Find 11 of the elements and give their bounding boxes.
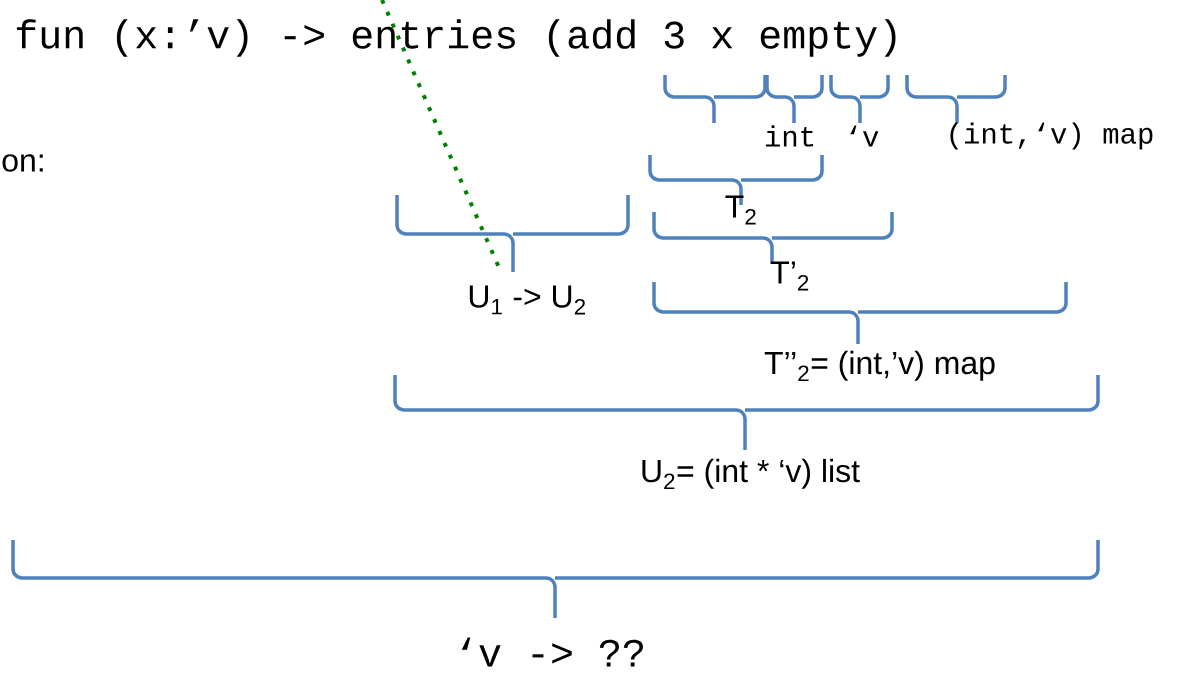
type-label: ‘v — [850, 125, 879, 147]
type-label: int — [765, 125, 814, 147]
type-label: T’$_{2}$ — [770, 261, 809, 291]
text-label: on: — [2, 154, 43, 172]
type-label: T’’$_{2}$= (int,’v) map — [764, 350, 995, 382]
type-label: T$_{2}$ — [725, 195, 756, 225]
type-label: (int,‘v) map — [950, 122, 1153, 150]
type-label: U$_{2}$= (int * ‘v) list — [642, 458, 860, 490]
type-label: ‘v -> ?? — [461, 637, 643, 667]
code-line: fun (x:’v) -> entries (add 3 x empty) — [16, 19, 896, 57]
type-label: U$_{1}$ -> U$_{2}$ — [469, 285, 585, 315]
